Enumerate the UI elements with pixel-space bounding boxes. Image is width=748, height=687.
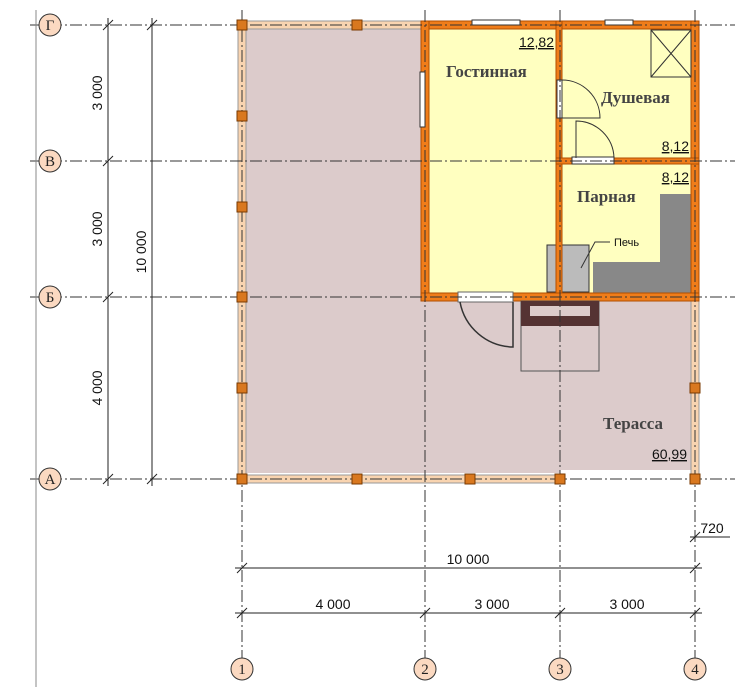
row-axis-markers: Г В Б А xyxy=(38,13,62,491)
svg-text:Б: Б xyxy=(46,290,55,306)
door-swing xyxy=(575,120,615,159)
svg-text:3 000: 3 000 xyxy=(474,596,509,612)
shower-cross xyxy=(650,29,692,78)
column-axis-markers: 1 2 3 4 xyxy=(230,657,707,681)
stove-label: Печь xyxy=(614,237,639,249)
svg-text:А: А xyxy=(45,472,56,488)
stove xyxy=(546,244,590,293)
window xyxy=(419,71,426,128)
window xyxy=(604,19,634,26)
sauna-bench xyxy=(593,194,691,294)
door-swing xyxy=(459,301,514,348)
room-area: 8,12 xyxy=(662,138,689,154)
svg-text:4 000: 4 000 xyxy=(315,596,350,612)
axis-lines xyxy=(30,10,735,658)
svg-text:3: 3 xyxy=(556,662,564,678)
svg-text:3 000: 3 000 xyxy=(89,211,105,246)
svg-text:10 000: 10 000 xyxy=(447,551,490,567)
room-area: 60,99 xyxy=(652,446,687,462)
svg-text:3 000: 3 000 xyxy=(89,75,105,110)
svg-text:4: 4 xyxy=(691,662,699,678)
room-name: Парная xyxy=(577,187,636,206)
bottom-dimensions: 10 000 4 000 3 000 3 000 720 xyxy=(235,520,730,619)
room-name: Гостинная xyxy=(446,62,527,81)
svg-text:1: 1 xyxy=(238,662,246,678)
shower-tray xyxy=(650,29,692,78)
left-dimensions: 3 000 3 000 4 000 10 000 xyxy=(89,18,158,486)
svg-text:В: В xyxy=(45,154,55,170)
window xyxy=(471,19,521,26)
svg-text:2: 2 xyxy=(421,662,429,678)
room-area: 8,12 xyxy=(662,169,689,185)
stove-leader xyxy=(580,241,610,269)
svg-text:10 000: 10 000 xyxy=(133,230,149,273)
door-swing xyxy=(561,79,601,119)
room-name: Душевая xyxy=(601,88,670,107)
posts xyxy=(236,19,701,485)
svg-text:3 000: 3 000 xyxy=(609,596,644,612)
room-name: Терасса xyxy=(603,414,663,433)
svg-text:4 000: 4 000 xyxy=(89,370,105,405)
room-area: 12,82 xyxy=(519,34,554,50)
svg-text:Г: Г xyxy=(46,18,55,34)
svg-text:720: 720 xyxy=(700,520,724,536)
